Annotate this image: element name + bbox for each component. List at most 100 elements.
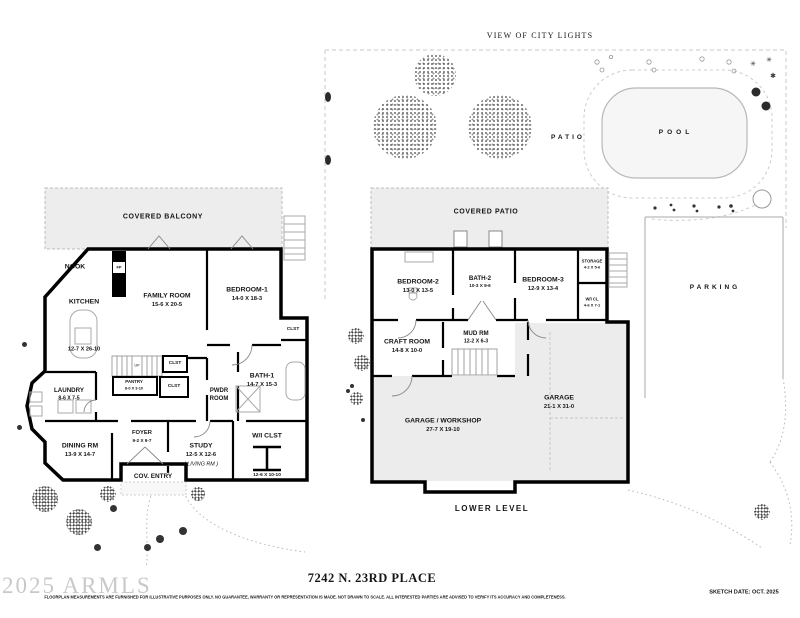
plant-dot-icon — [156, 535, 164, 543]
rock-star-icon: ✳ — [766, 57, 772, 64]
fireplace-label: FP — [116, 264, 122, 270]
closet-label: CLST — [168, 360, 182, 366]
kitchen-dims: 12-7 X 26-10 — [67, 346, 101, 353]
wi-closet-rod — [253, 445, 281, 472]
lower-interior-walls — [372, 249, 607, 378]
upper-level-lines — [25, 187, 309, 496]
shrub-icon — [354, 355, 370, 371]
foyer-label: FOYER — [132, 430, 152, 437]
closet-walls-a — [162, 355, 188, 373]
entry-porch — [120, 481, 187, 496]
shrub-icon — [66, 509, 92, 535]
sheet-title: 7242 N. 23RD PLACE — [307, 570, 437, 585]
closet-label: CLST — [167, 383, 181, 389]
bath-2-dims: 10-3 X 9-6 — [469, 283, 491, 289]
rock-star-icon: ✱ — [770, 73, 776, 80]
wi-cl-label: W/I CL — [585, 296, 599, 302]
bedroom-2-dims: 13-0 X 13-5 — [402, 288, 434, 295]
shrub-icon — [350, 392, 363, 405]
pantry-dims: 8-0 X 3-10 — [124, 385, 144, 391]
disclaimer-text: FLOORPLAN MEASUREMENTS ARE FURNISHED FOR… — [44, 594, 566, 600]
armls-watermark: 2025 ARMLS — [2, 573, 152, 598]
bedroom-1-dims: 14-0 X 18-3 — [231, 296, 263, 303]
family-room-dims: 15-6 X 20-5 — [151, 302, 183, 309]
laundry-dims: 8-6 X 7-5 — [58, 395, 80, 402]
nook-label: NOOK — [64, 263, 86, 271]
patio-label: PATIO — [551, 133, 585, 141]
workshop-floor — [373, 376, 515, 481]
bath-1-dims: 14-7 X 15-3 — [246, 382, 278, 389]
pantry-label: PANTRY — [125, 379, 143, 385]
pebble-icons — [594, 55, 737, 74]
closet-walls-b — [159, 376, 189, 398]
tree-icon — [468, 95, 532, 159]
pool-label: POOL — [658, 128, 694, 136]
tree-icon — [373, 95, 437, 159]
plant-dot-icon — [361, 418, 365, 422]
upper-outer-walls — [25, 247, 309, 482]
garage-workshop-label: GARAGE / WORKSHOP — [404, 417, 482, 425]
fixtures-upper — [29, 309, 306, 417]
plant-dot-icon — [22, 342, 27, 347]
laundry-label: LAUNDRY — [53, 386, 85, 394]
bath-2-label: BATH-2 — [468, 274, 492, 282]
family-room-label: FAMILY ROOM — [143, 292, 191, 300]
shrub-icon — [32, 486, 58, 512]
planting-dots — [653, 203, 735, 213]
craft-room-label: CRAFT ROOM — [383, 338, 431, 346]
study-dims: 12-5 X 12-6 — [185, 452, 217, 459]
fixtures-lower — [404, 251, 434, 301]
sketch-date: SKETCH DATE: OCT. 2025 — [709, 589, 779, 596]
wi-clst-dims: 12-6 X 10-10 — [253, 472, 281, 478]
rock-star-icon: ✳ — [750, 61, 756, 68]
dining-rm-dims: 13-9 X 14-7 — [64, 452, 96, 459]
covered-balcony-label: COVERED BALCONY — [122, 213, 204, 221]
plant-dot-icon — [144, 544, 151, 551]
plant-dot-icon — [346, 389, 350, 393]
shrub-icon — [191, 487, 205, 501]
bedroom-3-label: BEDROOM-3 — [522, 276, 564, 284]
parking-label: PARKING — [689, 283, 741, 291]
fireplace-mass — [112, 251, 126, 297]
kitchen-label: KITCHEN — [68, 298, 100, 306]
door-swings-lower — [391, 300, 547, 397]
powder-room-label: PWDR ROOM — [209, 388, 229, 402]
site-lines — [145, 49, 793, 569]
mud-rm-dims: 12-2 X 6-3 — [463, 338, 489, 345]
plant-dot-icon — [179, 527, 187, 535]
bath-1-label: BATH-1 — [249, 372, 275, 380]
dining-rm-label: DINING RM — [61, 442, 99, 450]
storage-label: STORAGE — [581, 258, 603, 264]
bedroom-1-label: BEDROOM-1 — [226, 286, 268, 294]
shrub-icon — [348, 328, 364, 344]
plant-dot-icon — [94, 544, 101, 551]
rock-icons — [325, 87, 771, 165]
shrub-icon — [754, 504, 770, 520]
covered-balcony-area — [44, 187, 283, 250]
garage-dims: 21-1 X 31-0 — [543, 404, 575, 411]
mud-rm-label: MUD RM — [463, 329, 489, 337]
cov-entry-label: COV. ENTRY — [131, 472, 175, 482]
bedroom-2-label: BEDROOM-2 — [397, 278, 439, 286]
storage-dims: 4-2 X 5-6 — [583, 264, 601, 270]
lower-outer-walls — [370, 247, 630, 494]
door-swings-upper — [83, 235, 254, 465]
exterior-stairs-upper — [283, 215, 306, 261]
pantry-walls — [112, 376, 158, 396]
lower-level-caption: LOWER LEVEL — [454, 503, 530, 513]
plant-dot-icon — [17, 425, 22, 430]
wi-clst-label: W/I CLST — [252, 432, 282, 440]
tree-icon — [414, 54, 456, 96]
garage-label: GARAGE — [544, 394, 574, 402]
foyer-dims: 9-2 X 9-7 — [132, 438, 152, 444]
exterior-stairs-lower — [608, 252, 628, 288]
study-label: STUDY — [189, 442, 213, 450]
shrub-icon — [100, 486, 116, 502]
wi-cl-dims: 4-6 X 7-1 — [583, 302, 601, 308]
planter-circle — [752, 189, 772, 209]
stairs-up-label: UP — [134, 363, 140, 368]
garage-floor — [515, 323, 627, 481]
plant-dot-icon — [110, 505, 117, 512]
